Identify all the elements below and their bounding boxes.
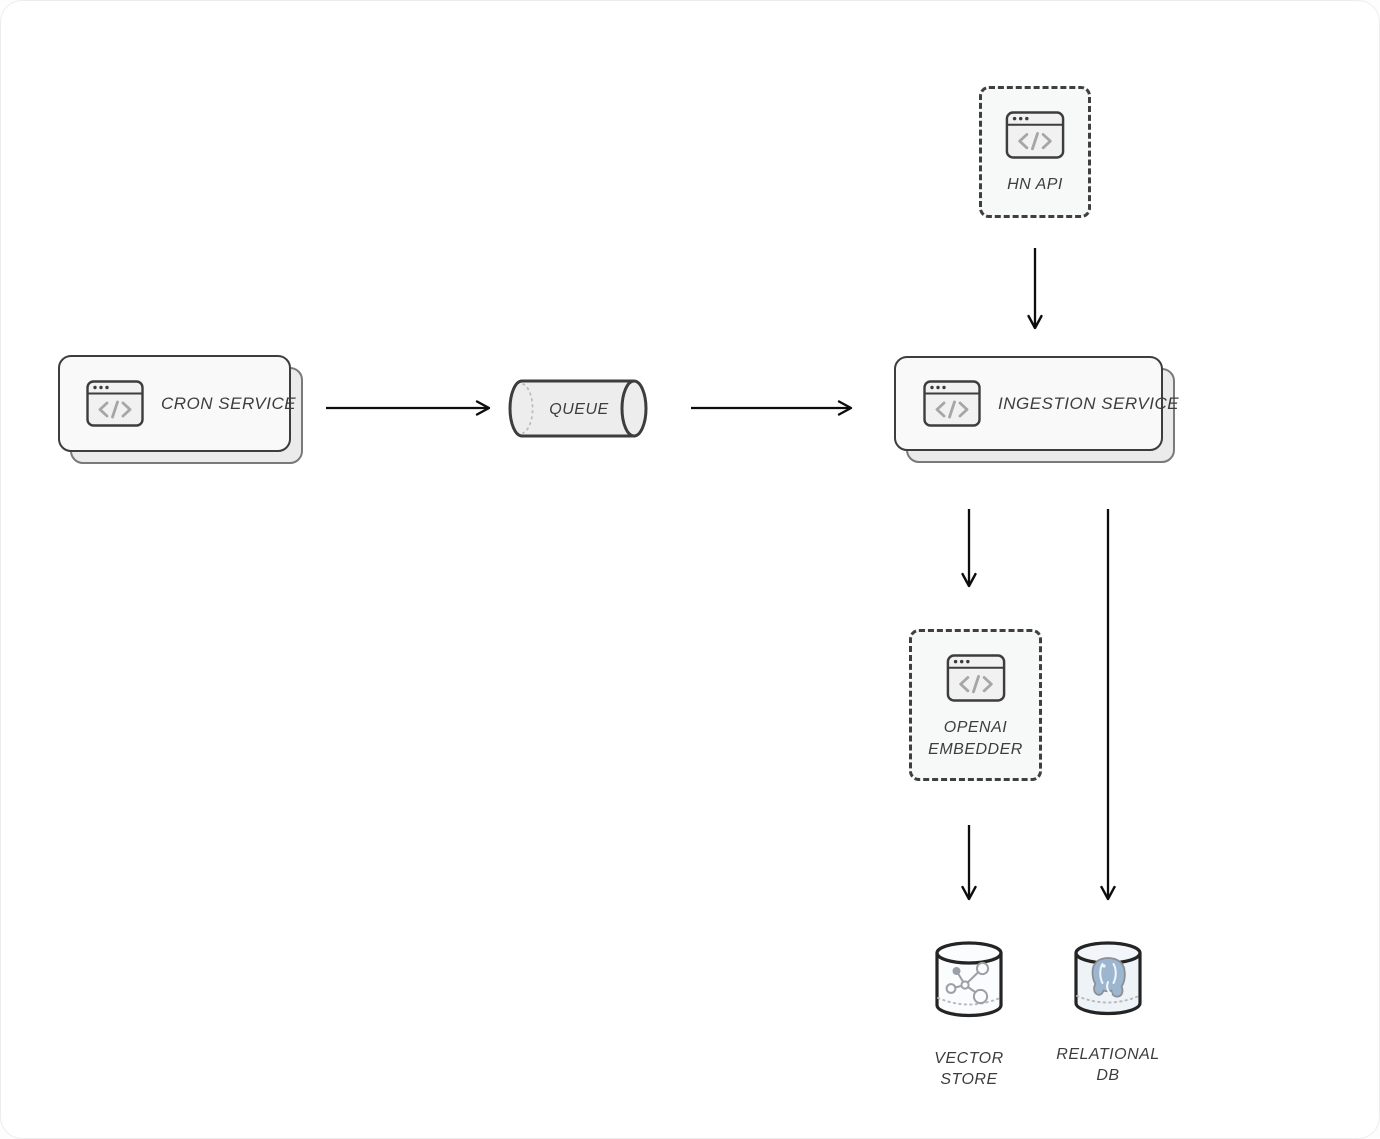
node-label-ingestion-service: INGESTION SERVICE: [998, 393, 1180, 413]
node-label-queue: QUEUE: [549, 401, 608, 418]
node-label-vector-store: VECTOR STORE: [899, 1048, 1039, 1090]
code-window-icon: [923, 380, 981, 427]
database-molecule-icon: [935, 941, 1003, 1018]
node-ingestion-service: INGESTION SERVICE: [894, 356, 1179, 463]
node-openai-embedder: OPENAI EMBEDDER: [909, 629, 1042, 781]
node-relational-db: [1074, 941, 1142, 1016]
node-label-hn-api: HN API: [1007, 176, 1063, 193]
node-vector-store: [935, 941, 1003, 1018]
node-label-relational-db: RELATIONAL DB: [1038, 1044, 1178, 1086]
database-postgres-icon: [1074, 941, 1142, 1016]
postgres-elephant-glyph: [1091, 957, 1126, 998]
code-window-icon: [86, 380, 144, 427]
node-cron-service: CRON SERVICE: [58, 355, 303, 464]
code-window-icon: [946, 654, 1005, 702]
label-line: OPENAI: [943, 719, 1008, 736]
label-line: DB: [1096, 1067, 1120, 1084]
code-window-icon: [1005, 111, 1065, 159]
node-hn-api: HN API: [979, 86, 1091, 218]
label-line: STORE: [940, 1071, 998, 1088]
label-line: EMBEDDER: [928, 741, 1023, 758]
label-line: RELATIONAL: [1056, 1046, 1160, 1063]
node-label-openai-embedder: OPENAI EMBEDDER: [928, 717, 1023, 761]
node-label-cron-service: CRON SERVICE: [161, 393, 297, 413]
label-line: VECTOR: [934, 1050, 1004, 1067]
horizontal-cylinder-icon: [508, 379, 648, 438]
node-queue: QUEUE: [508, 379, 648, 438]
